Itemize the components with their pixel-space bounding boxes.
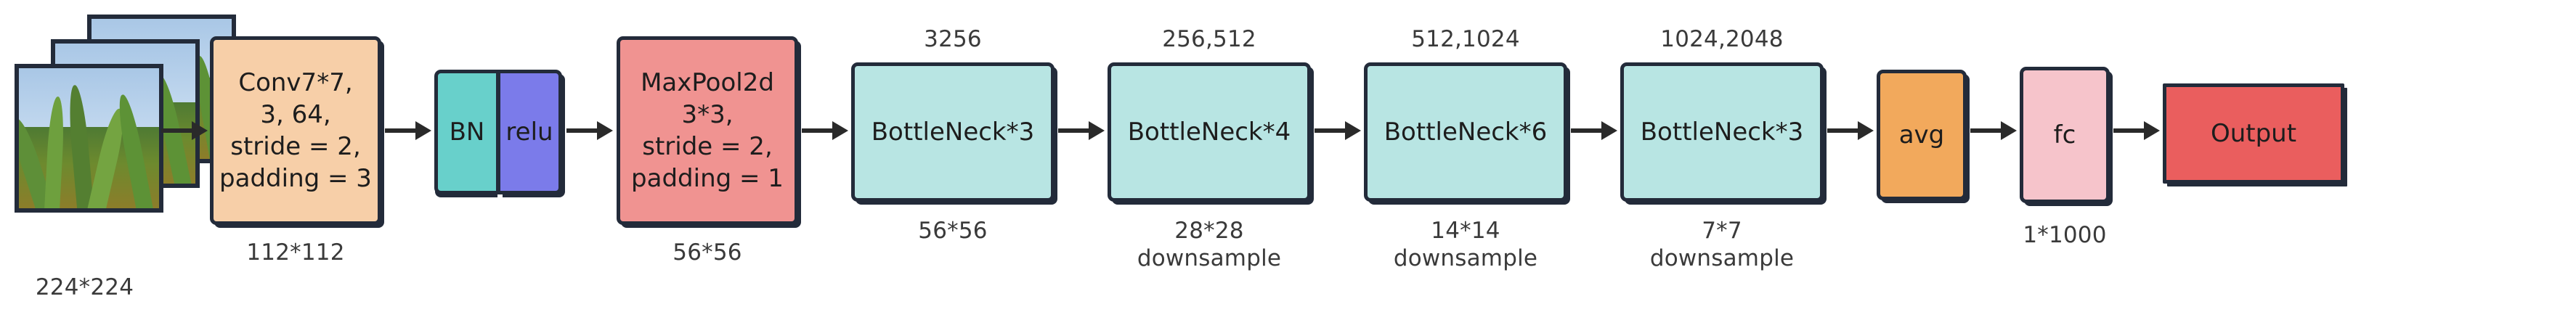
wheat-photo — [19, 68, 159, 208]
block-bottleneck3[interactable]: BottleNeck*6 — [1364, 62, 1567, 202]
block-bottleneck1[interactable]: BottleNeck*3 — [851, 62, 1055, 202]
block-bn[interactable]: BN — [434, 70, 498, 194]
caption-bottleneck1-above: 3256 — [924, 26, 982, 52]
caption-bottleneck2-below: 28*28 downsample — [1137, 218, 1282, 271]
caption-bottleneck3-below: 14*14 downsample — [1393, 218, 1538, 271]
caption-bottleneck4-below: 7*7 downsample — [1649, 218, 1795, 271]
block-conv[interactable]: Conv7*7, 3, 64, stride = 2, padding = 3 — [210, 36, 381, 225]
block-avg[interactable]: avg — [1877, 70, 1967, 200]
caption-maxpool-below: 56*56 — [673, 239, 742, 266]
block-bottleneck2[interactable]: BottleNeck*4 — [1108, 62, 1311, 202]
caption-bottleneck3-above: 512,1024 — [1411, 26, 1520, 52]
block-maxpool[interactable]: MaxPool2d 3*3, stride = 2, padding = 1 — [617, 36, 798, 225]
block-fc[interactable]: fc — [2020, 67, 2110, 203]
block-bottleneck4[interactable]: BottleNeck*3 — [1620, 62, 1824, 202]
block-output[interactable]: Output — [2163, 83, 2344, 184]
caption-conv-below: 112*112 — [246, 239, 345, 266]
caption-bottleneck1-below: 56*56 — [918, 218, 988, 244]
input-image-frame-front — [15, 64, 163, 213]
caption-fc-below: 1*1000 — [2023, 222, 2107, 248]
caption-bottleneck4-above: 1024,2048 — [1660, 26, 1784, 52]
caption-bottleneck2-above: 256,512 — [1162, 26, 1256, 52]
input-caption: 224*224 — [35, 274, 134, 300]
input-image-stack — [6, 10, 245, 235]
block-relu[interactable]: relu — [498, 70, 562, 194]
